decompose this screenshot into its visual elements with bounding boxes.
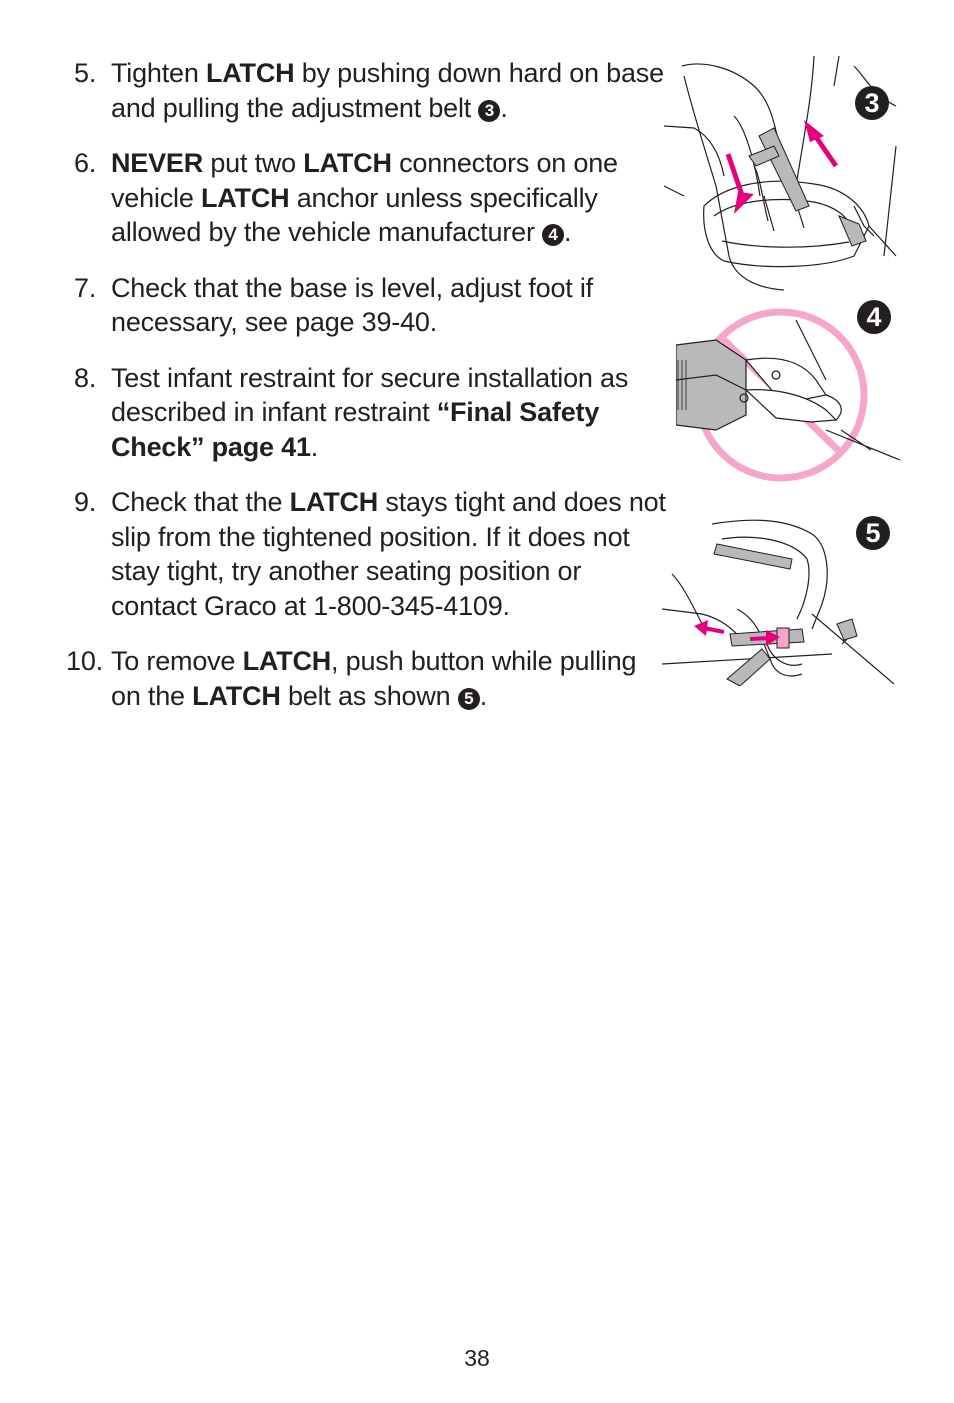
emphasized-text: LATCH — [200, 182, 290, 213]
step-text-run: To remove — [111, 646, 243, 676]
step-text: Tighten LATCH by pushing down hard on ba… — [111, 56, 672, 125]
double-connector-prohibited-illustration — [675, 308, 901, 482]
figure-reference-icon: 3 — [478, 99, 501, 122]
step-text-run: . — [310, 431, 319, 462]
step-number-label: 7. — [74, 272, 97, 303]
figure-4-badge: 4 — [857, 300, 891, 334]
instruction-step: 9. Check that the LATCH stays tight and d… — [62, 485, 672, 623]
step-text-run: Check that the — [111, 487, 290, 517]
emphasized-text: LATCH — [205, 58, 295, 88]
step-number-label: 10. — [66, 646, 103, 676]
step-text-run: . — [564, 217, 572, 247]
instruction-step: 7. Check that the base is level, adjust f… — [62, 271, 672, 340]
step-number: 8. — [62, 361, 111, 465]
instruction-step: 10. To remove LATCH, push button while pu… — [62, 644, 672, 713]
figure-reference-icon: 4 — [542, 224, 565, 246]
step-number: 6. — [62, 146, 111, 250]
emphasized-text: LATCH — [242, 646, 332, 676]
step-text-run: by pushing down hard on base and pulling… — [111, 58, 664, 123]
step-text-run: Check that the base is level, adjust foo… — [111, 272, 593, 338]
figure-3-badge: 3 — [855, 86, 889, 120]
step-number: 5. — [62, 56, 111, 125]
emphasized-text: LATCH — [192, 680, 281, 711]
step-text: To remove LATCH, push button while pulli… — [111, 644, 672, 713]
remove-latch-illustration — [661, 519, 895, 687]
step-text-run: , push button while pulling on the — [111, 646, 637, 711]
emphasized-text: “Final Safety Check” page 41 — [111, 397, 600, 462]
step-text-run: connectors on one vehicle — [111, 148, 618, 213]
figure-5-remove-latch: 5 — [661, 514, 900, 687]
step-text-run: stays tight and does not slip from the t… — [111, 487, 666, 621]
emphasized-text: LATCH — [289, 487, 379, 517]
emphasized-text: NEVER — [111, 148, 204, 178]
instruction-list: 5.Tighten LATCH by pushing down hard on … — [62, 56, 672, 734]
step-number: 9. — [62, 485, 111, 623]
step-text: Check that the base is level, adjust foo… — [111, 271, 672, 340]
step-text-run: put two — [203, 148, 304, 178]
instruction-step: 6. NEVER put two LATCH connectors on one … — [62, 146, 672, 250]
figure-reference-icon: 5 — [457, 687, 480, 710]
step-number-label: 6. — [74, 148, 97, 178]
emphasized-text: LATCH — [303, 148, 392, 178]
step-number: 10. — [62, 644, 111, 713]
instruction-step: 8. Test infant restraint for secure insta… — [62, 361, 672, 465]
step-text: NEVER put two LATCH connectors on one ve… — [111, 146, 672, 250]
step-number-label: 9. — [74, 487, 97, 517]
step-number: 7. — [62, 271, 111, 340]
step-number-label: 5. — [74, 58, 97, 88]
car-seat-base-illustration — [663, 55, 897, 291]
instruction-step: 5. Tighten LATCH by pushing down hard on … — [62, 56, 672, 125]
step-text-run: . — [500, 92, 508, 123]
step-text-run: Tighten — [111, 58, 206, 88]
step-number-label: 8. — [74, 362, 97, 393]
step-text-run: . — [479, 680, 488, 711]
page-number: 38 — [464, 1345, 490, 1371]
step-text: Check that the LATCH stays tight and doe… — [111, 485, 672, 623]
step-text-run: Test infant restraint for secure install… — [111, 362, 629, 428]
figure-4-prohibited-connectors: 4 — [675, 300, 901, 490]
step-text: Test infant restraint for secure install… — [111, 361, 672, 465]
step-text-run: belt as shown — [280, 680, 458, 711]
figure-3-tighten-latch: 3 — [663, 55, 900, 292]
figure-5-badge: 5 — [856, 516, 890, 550]
step-text-run: anchor unless specifically allowed by th… — [111, 182, 598, 248]
